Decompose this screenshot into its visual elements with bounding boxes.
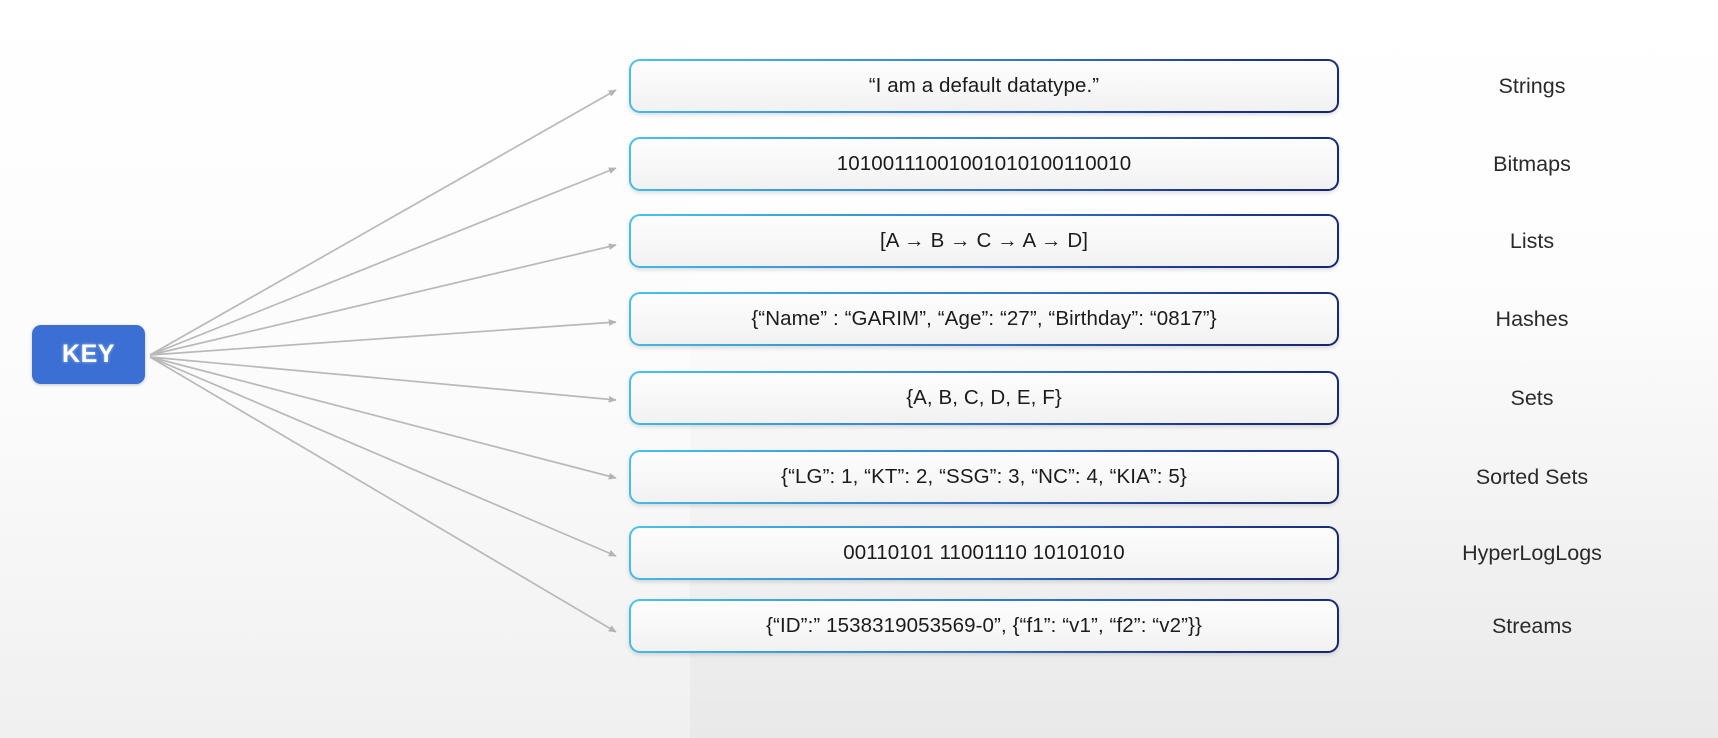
value-row-bitmaps[interactable]: 10100111001001010100110010 [629,137,1339,191]
value-row-sorted-sets[interactable]: {“LG”: 1, “KT”: 2, “SSG”: 3, “NC”: 4, “K… [629,450,1339,504]
arrow-to-lists [149,243,617,356]
value-pill: 00110101 11001110 10101010 [629,526,1339,580]
value-pill: {“Name” : “GARIM”, “Age”: “27”, “Birthda… [629,292,1339,346]
arrow-to-bitmaps [149,167,617,356]
arrow-to-hyperloglogs [149,356,617,557]
value-row-sets[interactable]: {A, B, C, D, E, F} [629,371,1339,425]
category-label-hyperloglogs: HyperLogLogs [1462,540,1602,565]
value-text: {“Name” : “GARIM”, “Age”: “27”, “Birthda… [751,307,1217,330]
value-text: {“ID”:” 1538319053569-0”, {“f1”: “v1”, “… [766,614,1202,637]
value-text: 00110101 11001110 10101010 [843,541,1125,564]
category-label-hashes: Hashes [1495,306,1569,331]
value-pill: {A, B, C, D, E, F} [629,371,1339,425]
value-row-lists[interactable]: [A → B → C → A → D] [629,214,1339,268]
category-label-sorted-sets: Sorted Sets [1475,464,1589,489]
category-label-strings: Strings [1498,73,1566,98]
value-pill-inner: [A → B → C → A → D] [631,216,1337,266]
value-row-hyperloglogs[interactable]: 00110101 11001110 10101010 [629,526,1339,580]
value-pill-inner: {“Name” : “GARIM”, “Age”: “27”, “Birthda… [631,294,1337,344]
arrow-to-sets [149,356,617,403]
value-pill: 10100111001001010100110010 [629,137,1339,191]
value-text: “I am a default datatype.” [868,74,1100,97]
value-pill: “I am a default datatype.” [629,59,1339,113]
value-pill: {“LG”: 1, “KT”: 2, “SSG”: 3, “NC”: 4, “K… [629,450,1339,504]
key-node-label: KEY [62,340,115,368]
category-label-sets: Sets [1510,385,1554,410]
category-label-bitmaps: Bitmaps [1493,151,1571,176]
arrow-to-sorted-sets [149,356,617,480]
category-label-streams: Streams [1491,613,1573,638]
key-node[interactable]: KEY [32,325,145,384]
arrow-to-hashes [149,319,617,356]
value-row-hashes[interactable]: {“Name” : “GARIM”, “Age”: “27”, “Birthda… [629,292,1339,346]
value-pill-inner: {A, B, C, D, E, F} [631,373,1337,423]
value-text: {“LG”: 1, “KT”: 2, “SSG”: 3, “NC”: 4, “K… [781,465,1187,488]
value-pill-inner: {“ID”:” 1538319053569-0”, {“f1”: “v1”, “… [631,601,1337,651]
value-pill-inner: 10100111001001010100110010 [631,139,1337,189]
value-pill: [A → B → C → A → D] [629,214,1339,268]
value-text: {A, B, C, D, E, F} [906,386,1062,409]
arrow-to-strings [149,89,617,356]
value-row-streams[interactable]: {“ID”:” 1538319053569-0”, {“f1”: “v1”, “… [629,599,1339,653]
value-pill-inner: {“LG”: 1, “KT”: 2, “SSG”: 3, “NC”: 4, “K… [631,452,1337,502]
value-pill: {“ID”:” 1538319053569-0”, {“f1”: “v1”, “… [629,599,1339,653]
category-label-lists: Lists [1509,228,1555,253]
arrow-to-streams [149,356,617,633]
value-pill-inner: “I am a default datatype.” [631,61,1337,111]
value-pill-inner: 00110101 11001110 10101010 [631,528,1337,578]
value-text: [A → B → C → A → D] [879,229,1089,252]
value-row-strings[interactable]: “I am a default datatype.” [629,59,1339,113]
value-text: 10100111001001010100110010 [836,152,1132,175]
